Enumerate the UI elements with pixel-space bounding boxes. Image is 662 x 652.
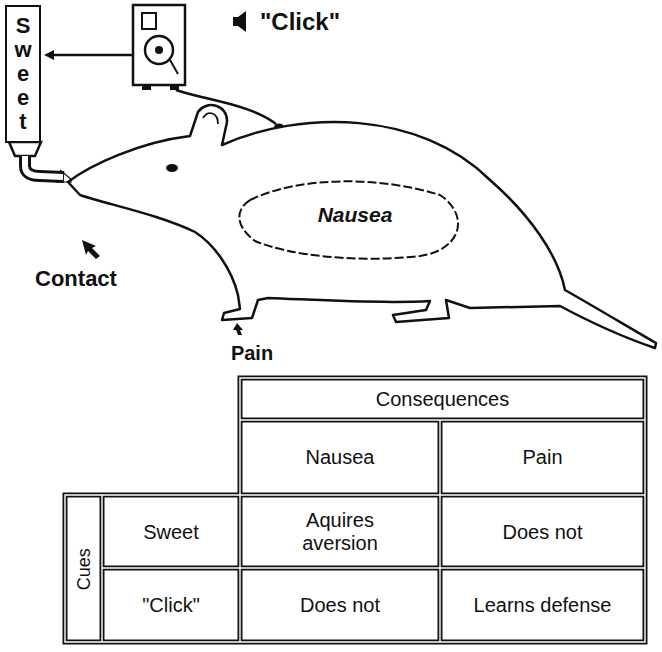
rat-ear [203,113,218,124]
contact-label-slot: Contact [15,262,137,296]
table-cell-slot: Does not [446,500,639,564]
wire [52,54,133,57]
row-header: Sweet [143,521,199,544]
row-header: "Click" [142,594,200,617]
row-header-slot: Sweet [106,500,236,564]
speaker-box [133,5,185,85]
bottle-neck [9,142,41,156]
rat-whisker [56,170,72,182]
column-header-slot: Nausea [246,425,434,490]
sound-icon [233,17,238,26]
rat-eye [166,164,178,172]
pointer-arrow [233,323,243,335]
contact-label: Contact [35,266,117,291]
drinking-tube-inner [25,156,63,177]
bottle: Sweet [5,5,41,143]
table-header-slot: Consequences [246,383,639,415]
table-header: Consequences [376,388,509,411]
pain-label: Pain [231,342,273,365]
sound-label: "Click" [260,8,340,36]
column-header: Nausea [306,446,375,469]
table-cell: Does not [300,594,380,617]
row-group-header: Cues [74,548,95,590]
speaker-lead [170,60,178,74]
rat-body [68,105,656,348]
table-line [65,378,645,642]
table-cell-slot: Aquires aversion [246,500,434,564]
table-grid [65,378,645,642]
table-cell-slot: Learns defense [446,573,639,638]
bottle-label: Sweet [14,14,33,135]
row-header-slot: "Click" [106,573,236,638]
box-foot [142,85,151,90]
table-cell: Aquires aversion [275,509,405,555]
speaker-center [155,46,163,54]
sound-icon [238,11,246,32]
stomach-outline [239,181,458,258]
table-line-gap [65,378,645,642]
table-cell: Learns defense [474,594,612,617]
column-header-slot: Pain [446,425,639,490]
row-group-header-slot: Cues [69,500,99,638]
speaker-cone [145,36,173,64]
column-header: Pain [522,446,562,469]
speaker-panel [142,13,156,29]
table-cell: Does not [502,521,582,544]
drinking-tube [25,156,64,177]
nausea-label: Nausea [318,203,393,227]
pointer-arrow [82,240,100,259]
pain-label-slot: Pain [212,338,292,368]
sound-label-slot: "Click" [250,5,350,39]
nausea-label-slot: Nausea [290,200,420,230]
arrowhead [44,50,54,60]
table-cell-slot: Does not [246,573,434,638]
